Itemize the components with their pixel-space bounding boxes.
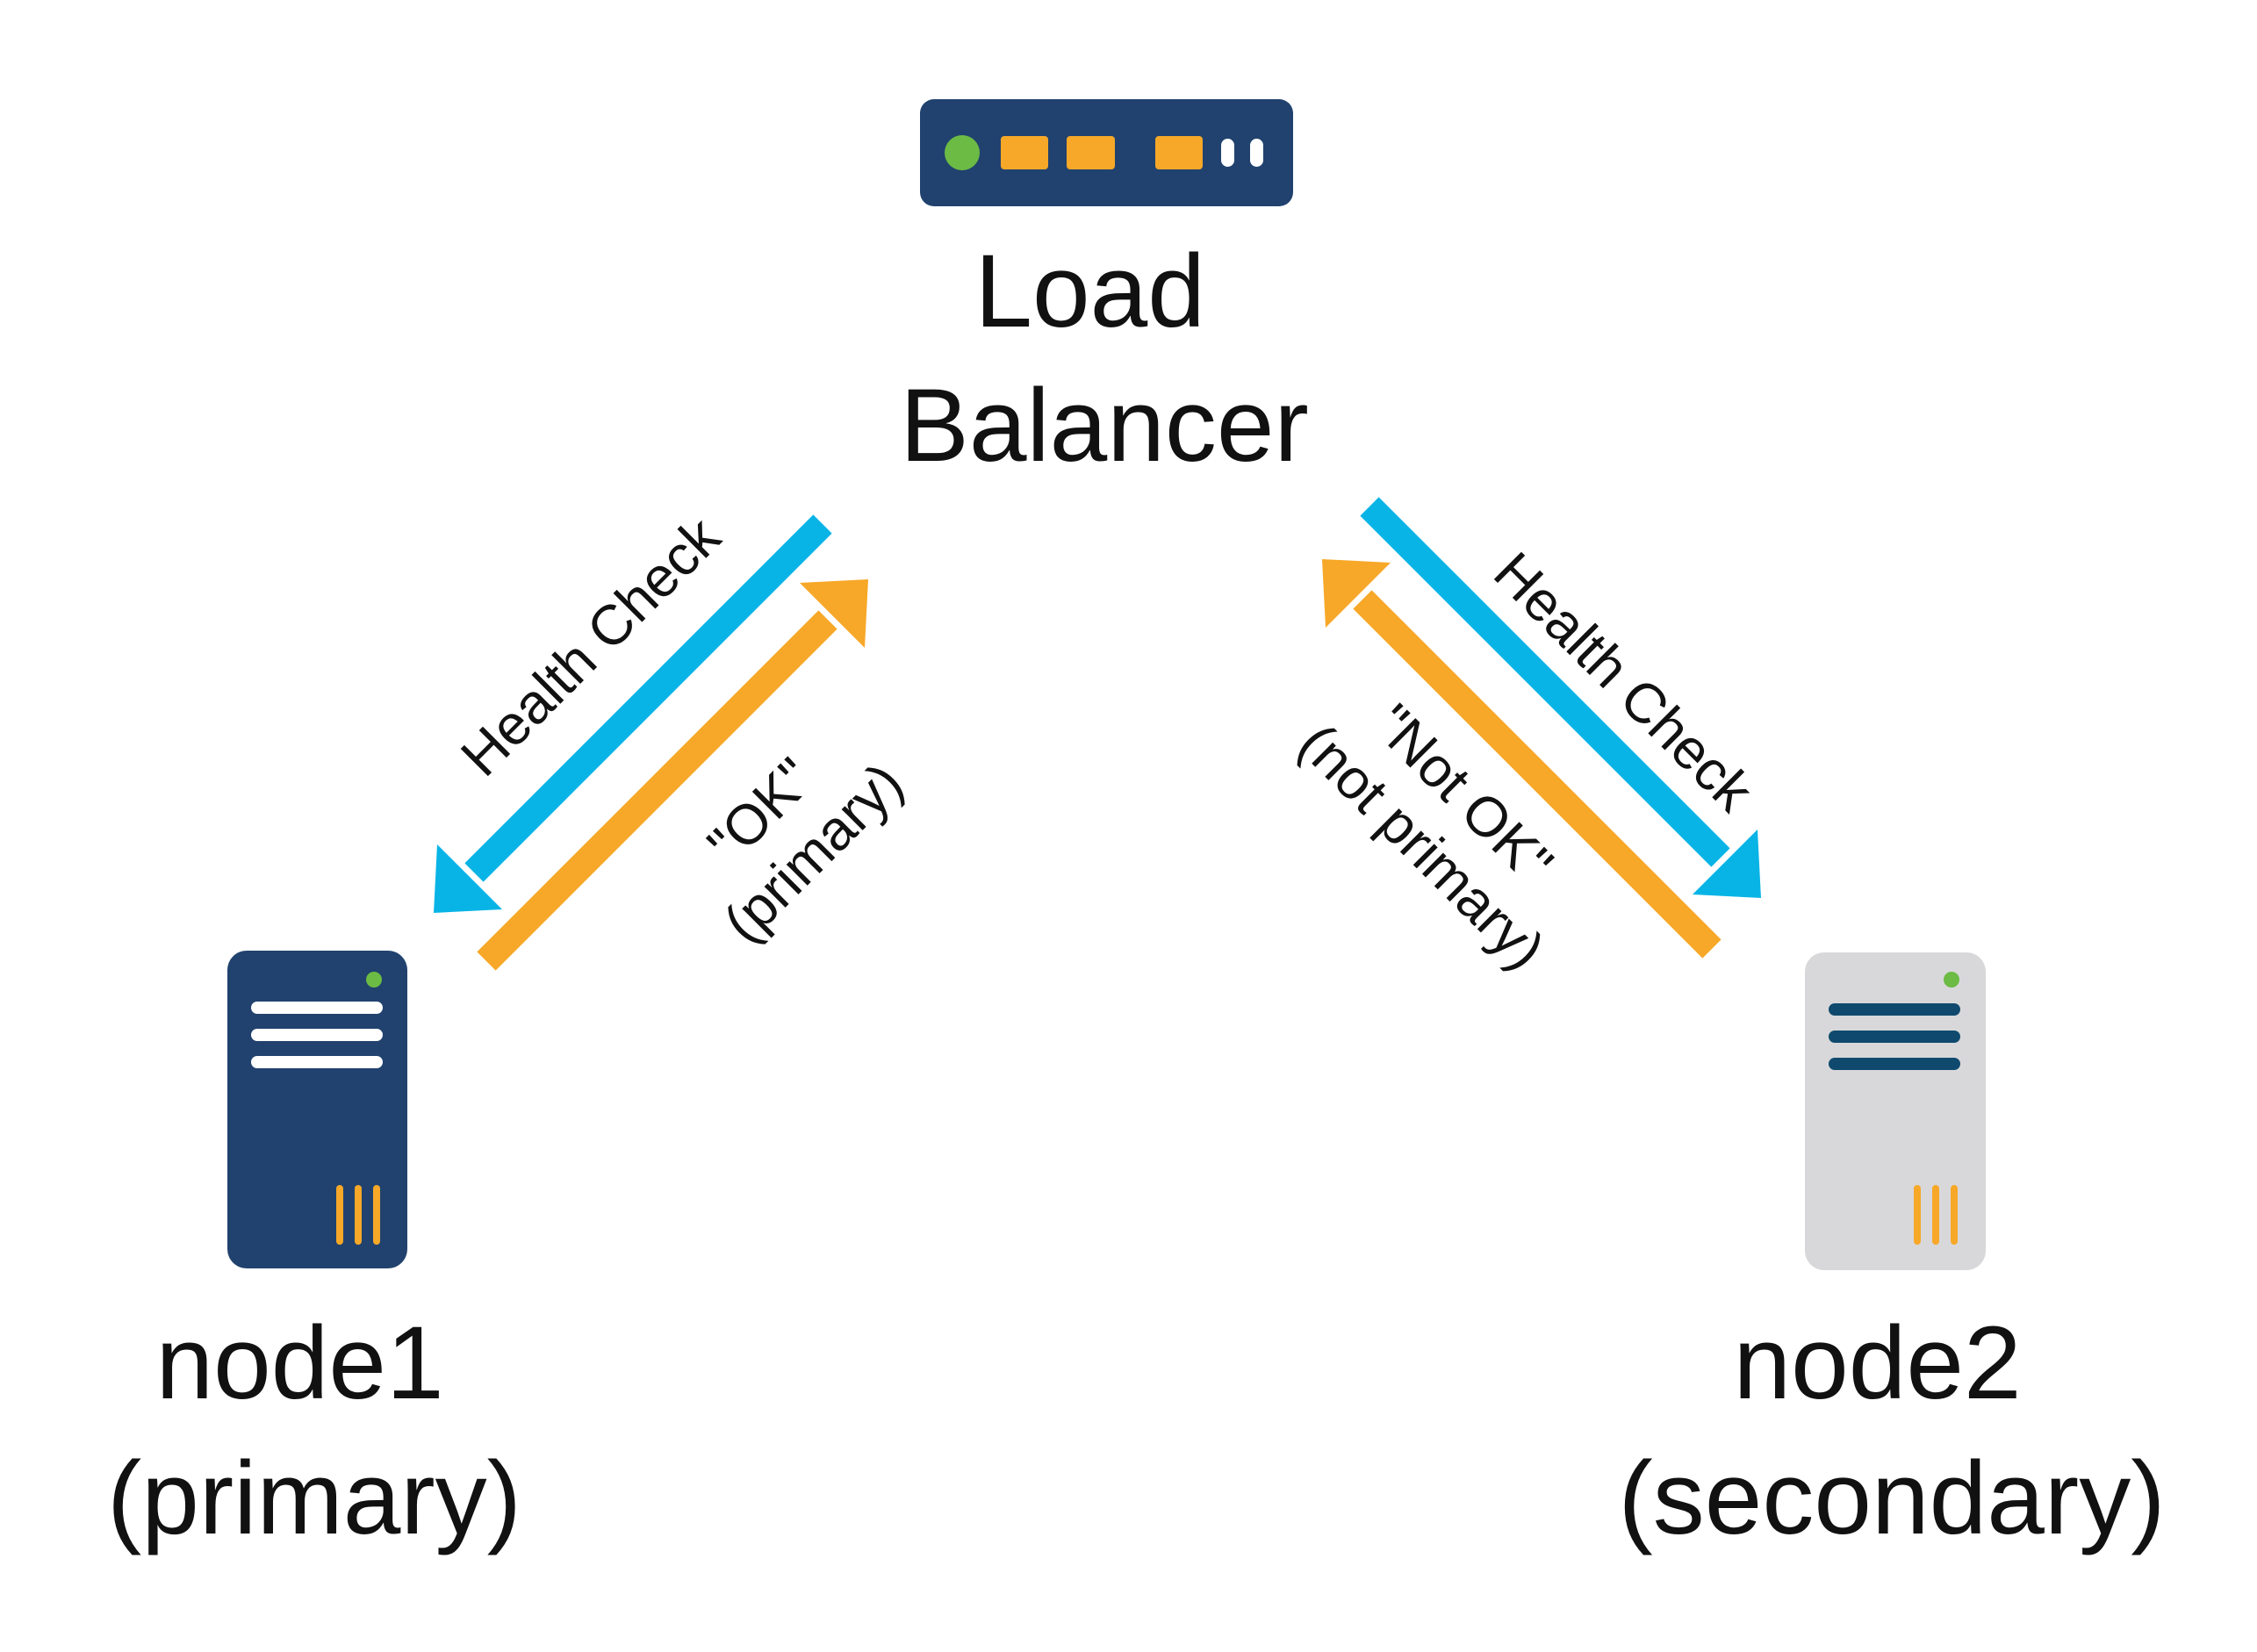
load-balancer-port	[1155, 136, 1203, 169]
right-not-ok-response-arrow	[1322, 559, 1722, 959]
left-health-check-arrow	[434, 514, 832, 913]
load-balancer-label-line2: Balancer	[900, 368, 1309, 484]
node2-status-light	[1944, 972, 1959, 988]
node1-drive-slot	[251, 1056, 383, 1068]
node2-server-icon	[1805, 952, 1986, 1270]
load-balancer-label-line1: Load	[974, 233, 1205, 349]
load-balancer-port	[1067, 136, 1115, 169]
node2-label: node2 (secondary)	[1618, 1305, 2165, 1556]
node2-vent	[1914, 1185, 1921, 1245]
node1-vent	[373, 1185, 380, 1245]
node1-drive-slot	[251, 1029, 383, 1041]
right-health-check-label: Health Check	[1482, 540, 1765, 823]
left-ok-response-arrow	[477, 579, 868, 971]
node2-vent	[1951, 1185, 1958, 1245]
node1-vent	[355, 1185, 362, 1245]
right-health-check-arrow	[1360, 497, 1761, 898]
load-balancer-label: Load Balancer	[900, 233, 1309, 484]
load-balancer-port	[1001, 136, 1048, 169]
node1-server-icon	[227, 951, 407, 1268]
load-balancer-led	[1250, 139, 1263, 167]
node2-drive-slot	[1829, 1031, 1960, 1043]
node1-drive-slot	[251, 1002, 383, 1014]
node1-label-line1: node1	[156, 1305, 444, 1421]
load-balancer-status-light	[945, 135, 980, 170]
load-balancer-led	[1221, 139, 1234, 167]
node2-label-line2: (secondary)	[1618, 1440, 2165, 1556]
node2-drive-slot	[1829, 1058, 1960, 1070]
load-balancer-icon	[920, 99, 1293, 206]
node1-status-light	[366, 972, 382, 988]
node2-drive-slot	[1829, 1003, 1960, 1016]
node2-label-line1: node2	[1734, 1305, 2022, 1421]
node1-label: node1 (primary)	[107, 1305, 521, 1556]
node1-chassis	[227, 951, 407, 1268]
node1-label-line2: (primary)	[107, 1440, 521, 1556]
node2-chassis	[1805, 952, 1986, 1270]
node2-vent	[1932, 1185, 1939, 1245]
node1-vent	[336, 1185, 343, 1245]
